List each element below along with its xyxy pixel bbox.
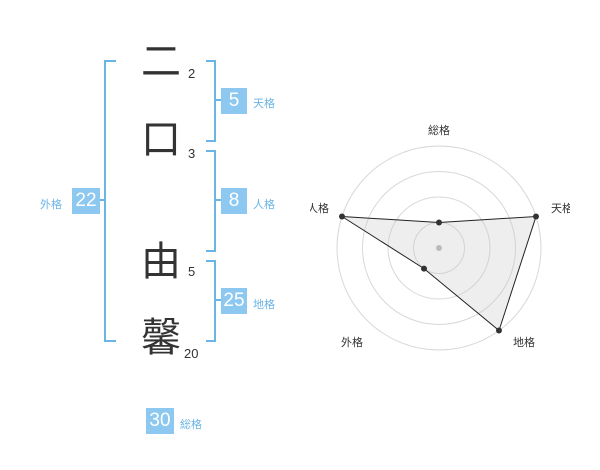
radar-chart: 総格 天格 地格 外格 人格 <box>310 123 570 351</box>
name-char-3: 由 <box>141 239 181 285</box>
jinkaku-connector <box>214 199 222 201</box>
chikaku-bracket <box>206 260 216 342</box>
radar-axis-label-1: 天格 <box>551 201 570 215</box>
gaikaku-label: 外格 <box>40 198 62 211</box>
gaikaku-value: 22 <box>72 188 100 214</box>
radar-axis-label-0: 総格 <box>428 123 450 137</box>
radar-axis-label-4: 人格 <box>310 201 329 215</box>
jinkaku-bracket <box>206 150 216 252</box>
jinkaku-value: 8 <box>221 188 247 214</box>
name-char-2: 口 <box>141 117 181 163</box>
radar-point-0 <box>436 219 442 226</box>
stroke-count-2: 3 <box>188 146 196 161</box>
soukaku-value: 30 <box>146 408 174 434</box>
stroke-count-4: 20 <box>184 346 199 361</box>
radar-axis-label-3: 外格 <box>341 335 363 349</box>
chikaku-connector <box>214 299 222 301</box>
name-char-1: 二 <box>141 39 181 85</box>
soukaku-label: 総格 <box>180 418 202 431</box>
chikaku-value: 25 <box>221 288 247 314</box>
stroke-count-3: 5 <box>188 264 196 279</box>
radar-point-4 <box>338 213 345 220</box>
radar-center-dot <box>436 245 442 251</box>
radar-ring <box>387 196 491 300</box>
name-char-4: 馨 <box>141 315 181 361</box>
radar-area <box>341 215 537 332</box>
tenkaku-value: 5 <box>221 88 247 114</box>
radar-point-1 <box>533 213 540 220</box>
jinkaku-label: 人格 <box>253 198 275 211</box>
tenkaku-connector <box>214 99 222 101</box>
tenkaku-bracket <box>206 60 216 142</box>
radar-ring <box>362 171 516 325</box>
gaikaku-bracket <box>104 60 116 342</box>
gaikaku-connector <box>98 199 106 201</box>
chikaku-label: 地格 <box>253 298 275 311</box>
radar-point-3 <box>421 265 428 272</box>
radar-axis-label-2: 地格 <box>513 335 535 349</box>
tenkaku-label: 天格 <box>253 97 275 110</box>
stroke-count-1: 2 <box>188 66 196 81</box>
radar-ring <box>336 145 542 351</box>
radar-point-2 <box>495 327 502 334</box>
